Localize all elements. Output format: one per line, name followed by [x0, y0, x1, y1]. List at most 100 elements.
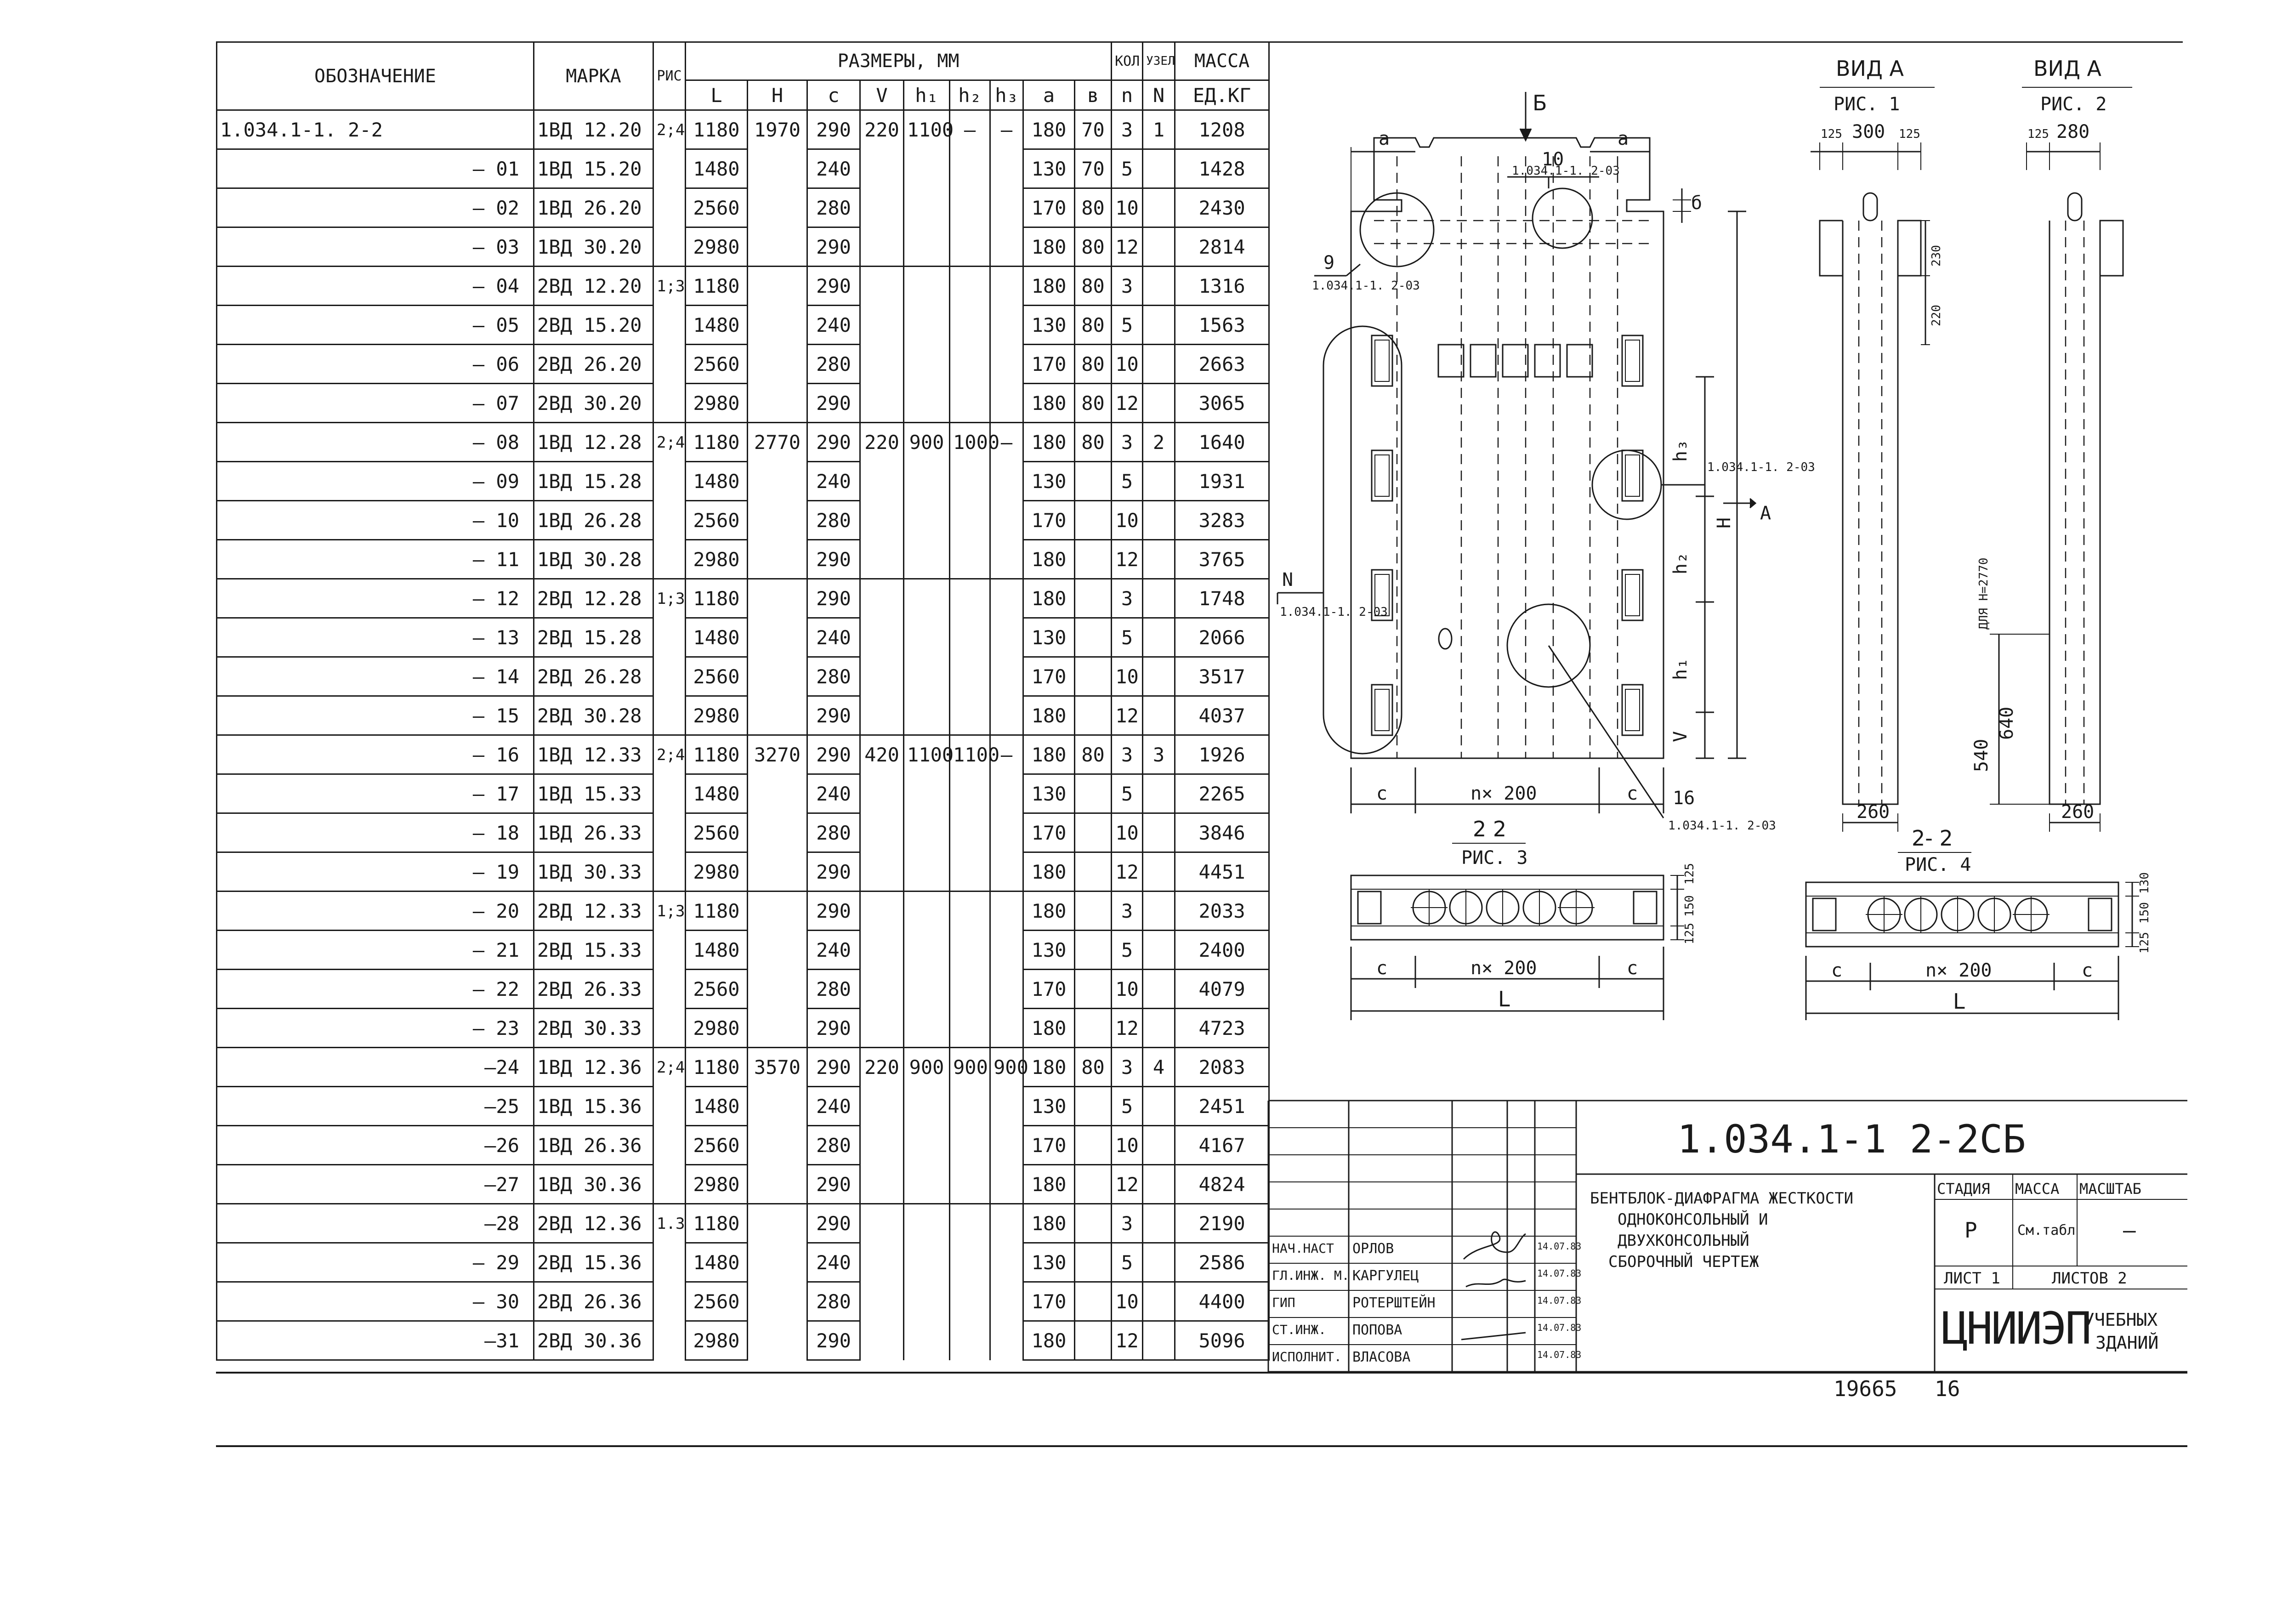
cell-n: 3: [1111, 735, 1144, 775]
cell-fig: [653, 813, 686, 852]
cell-designation: – 06: [216, 344, 534, 384]
cell-H: [747, 500, 808, 540]
cell-a: 130: [1022, 149, 1075, 189]
label-section-22b: 2- 2: [1912, 826, 1953, 851]
cell-H: [747, 696, 808, 735]
cell-designation: – 01: [216, 149, 534, 189]
header-mark: МАРКА: [533, 41, 654, 111]
header-designation: ОБОЗНАЧЕНИЕ: [216, 41, 534, 111]
cell-a: 170: [1022, 344, 1075, 384]
cell-mass: 4167: [1174, 1125, 1270, 1165]
cell-fig: [653, 539, 686, 579]
cell-h3: [989, 1008, 1024, 1048]
cell-mark: 1ВД 12.20: [533, 110, 654, 150]
cell-b: [1073, 852, 1113, 892]
cell-V: [859, 618, 904, 657]
cell-designation: – 23: [216, 1008, 534, 1048]
cell-h3: [989, 1321, 1024, 1360]
cell-V: 220: [859, 422, 904, 462]
cell-n: 12: [1111, 696, 1144, 736]
cell-n: 5: [1111, 461, 1144, 501]
cell-n: 12: [1111, 1008, 1144, 1048]
cell-designation: – 21: [216, 930, 534, 970]
cell-a: 180: [1022, 1204, 1075, 1244]
cell-h3: [989, 539, 1024, 579]
cell-designation: – 11: [216, 539, 534, 579]
cell-mass: 2190: [1174, 1204, 1270, 1244]
cell-fig: 2;4: [653, 1047, 686, 1087]
cell-c: 280: [806, 344, 861, 384]
cell-designation: – 16: [216, 735, 534, 775]
cell-fig: [653, 383, 686, 423]
cell-h1: [903, 578, 950, 618]
cell-V: [859, 1282, 904, 1321]
cell-h1: [903, 1008, 950, 1048]
cell-h1: [903, 344, 950, 384]
cell-b: [1073, 1282, 1113, 1322]
cell-c: 290: [806, 422, 861, 462]
cell-n: 5: [1111, 1086, 1144, 1126]
cell-a: 130: [1022, 461, 1075, 501]
cell-mass: 1926: [1174, 735, 1270, 775]
cell-h3: [989, 1243, 1024, 1282]
cell-designation: – 05: [216, 305, 534, 345]
cell-H: [747, 618, 808, 657]
cell-H: [747, 1282, 808, 1321]
cell-fig: 1.3: [653, 1203, 686, 1243]
cell-L: 1180: [685, 422, 748, 462]
cell-a: 180: [1022, 422, 1075, 462]
cell-b: [1073, 891, 1113, 931]
cell-c: 290: [806, 383, 861, 423]
label-fig2: РИС. 2: [2040, 94, 2107, 115]
cell-L: 2560: [685, 188, 748, 228]
cell-n: 10: [1111, 813, 1144, 853]
cell-V: [859, 1243, 904, 1282]
cell-h1: [903, 891, 950, 931]
cell-h2: [949, 1008, 991, 1048]
cell-designation: – 10: [216, 500, 534, 540]
inventory-number: 19665: [1834, 1376, 1897, 1401]
cell-designation: – 13: [216, 618, 534, 658]
cell-h1: 1100: [903, 109, 954, 149]
label-fig3: РИС. 3: [1461, 847, 1528, 869]
cell-designation: – 02: [216, 188, 534, 228]
cell-L: 2980: [685, 539, 748, 579]
cell-h2: [949, 774, 991, 813]
cell-mass: 5096: [1174, 1321, 1270, 1361]
cell-h1: [903, 813, 950, 852]
cell-h3: [989, 930, 1024, 970]
cell-h3: [989, 1086, 1024, 1126]
cell-mass: 1428: [1174, 149, 1270, 189]
cell-h2: [949, 227, 991, 267]
cell-mark: 1ВД 30.28: [533, 539, 654, 579]
cell-h2: [949, 266, 991, 306]
cell-h3: —: [989, 422, 1024, 462]
cell-mark: 2ВД 12.20: [533, 266, 654, 306]
cell-h2: [949, 1243, 991, 1282]
cell-h2: [949, 1164, 991, 1204]
cell-b: [1073, 1086, 1113, 1126]
cell-N: [1142, 891, 1176, 931]
cell-h2: [949, 578, 991, 618]
cell-designation: – 29: [216, 1243, 534, 1283]
cell-h3: —: [989, 109, 1024, 149]
cell-mark: 1ВД 15.28: [533, 461, 654, 501]
cell-b: [1073, 539, 1113, 579]
label-v1-230: 230: [1930, 245, 1943, 267]
cell-b: [1073, 461, 1113, 501]
cell-mass: 3846: [1174, 813, 1270, 853]
cell-b: [1073, 774, 1113, 814]
label-sec3-L: L: [1498, 987, 1510, 1011]
subheader-c: c: [806, 79, 861, 111]
cell-V: [859, 1164, 904, 1204]
cell-h3: [989, 227, 1024, 267]
cell-L: 1480: [685, 305, 748, 345]
subheader-h3: h₃: [989, 79, 1024, 111]
cell-mark: 1ВД 15.36: [533, 1086, 654, 1126]
cell-c: 240: [806, 1243, 861, 1283]
